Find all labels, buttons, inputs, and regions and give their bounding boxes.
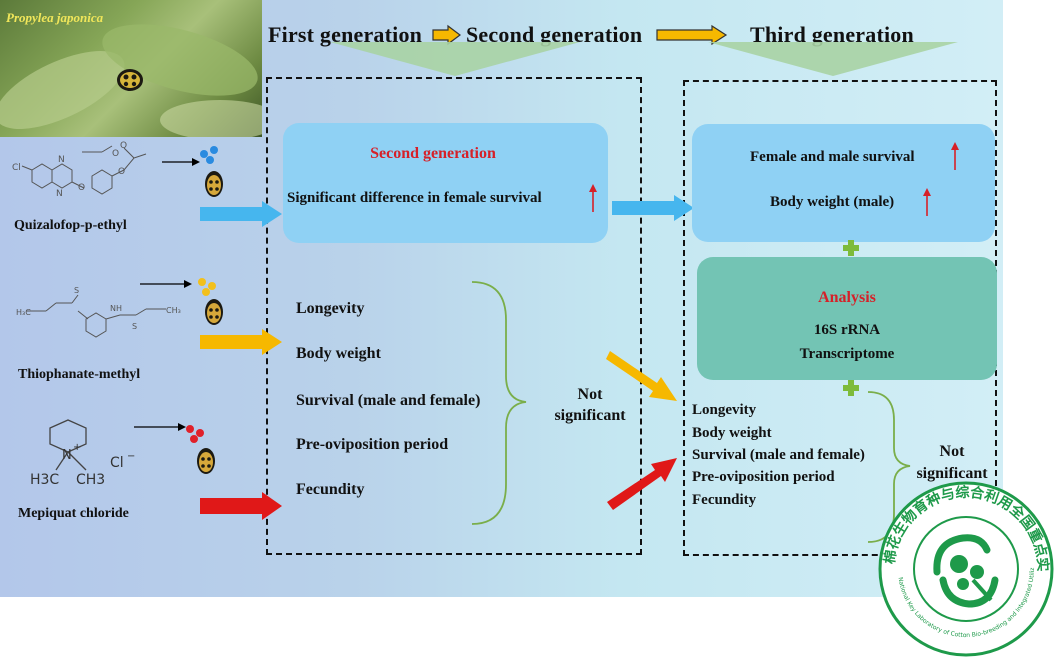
- leaf-scene-art: [0, 24, 262, 137]
- first-list-item-preoviposition: Pre-oviposition period: [296, 436, 449, 453]
- svg-text:N: N: [56, 189, 63, 199]
- up-arrow-female-survival: [589, 184, 597, 212]
- mepiquat-structure: [49, 419, 87, 471]
- thiophanate-structure: H₃C S NH S CH₃: [16, 286, 181, 338]
- svg-text:O: O: [120, 141, 127, 151]
- arrow-blue-left: [200, 201, 282, 227]
- analysis-line1: 16S rRNA: [813, 322, 881, 338]
- svg-text:H₃C: H₃C: [16, 308, 31, 317]
- lab-seal-logo: 棉花生物育种与综合利用全国重点实验室 National Key Laborato…: [870, 467, 1054, 657]
- second-generation-box-title: Second generation: [370, 145, 496, 162]
- svg-text:CH₃: CH₃: [166, 306, 181, 315]
- chemical-name-quizalofop: Quizalofop-p-ethyl: [14, 218, 127, 233]
- quizalofop-structure: Cl N N O O O O: [12, 141, 147, 199]
- third-generation-line1: Female and male survival: [750, 149, 915, 165]
- second-generation-panel: [266, 77, 642, 555]
- arrow-yellow-left: [200, 329, 282, 355]
- third-list-result-line2: significant: [916, 465, 988, 482]
- photo-caption: Propylea japonica: [6, 10, 104, 25]
- third-list-item-longevity: Longevity: [692, 402, 757, 418]
- header-arrow-1: [432, 24, 461, 46]
- third-generation-result-box: [692, 124, 995, 242]
- svg-text:S: S: [74, 286, 79, 295]
- first-list-result-line2: significant: [554, 407, 626, 424]
- svg-text:S: S: [132, 322, 137, 331]
- second-generation-box-text: Significant difference in female surviva…: [287, 190, 542, 206]
- mepiquat-cation: N: [62, 448, 72, 463]
- mepiquat-methyl-2: CH3: [76, 472, 106, 488]
- first-list-brace: [471, 281, 527, 525]
- chemical-name-mepiquat: Mepiquat chloride: [18, 506, 129, 521]
- arrow-red-left: [200, 492, 282, 520]
- mepiquat-anion-minus: −: [127, 451, 136, 462]
- third-list-result-line1: Not: [939, 443, 965, 460]
- header-arrow-2: [656, 24, 728, 46]
- up-arrow-survival: [951, 142, 959, 170]
- svg-text:NH: NH: [110, 304, 122, 313]
- second-generation-result-box: [283, 123, 608, 243]
- abstract-canvas: Propylea japonica First generation Secon…: [0, 0, 1003, 597]
- funnel-second: [330, 42, 580, 76]
- exposure-quizalofop: [162, 146, 223, 197]
- third-list-item-fecundity: Fecundity: [692, 492, 757, 508]
- arrow-yellow-diagonal: [606, 351, 677, 401]
- analysis-box: [697, 257, 997, 380]
- chemical-name-thiophanate: Thiophanate-methyl: [18, 367, 141, 382]
- svg-text:O: O: [112, 149, 119, 159]
- analysis-line2: Transcriptome: [799, 346, 895, 362]
- third-list-item-body-weight: Body weight: [692, 425, 772, 441]
- third-list-item-survival: Survival (male and female): [692, 447, 865, 463]
- plus-icon-lower: [843, 380, 859, 396]
- svg-text:N: N: [58, 155, 65, 165]
- first-list-item-survival: Survival (male and female): [296, 392, 481, 409]
- mepiquat-methyl-1: H3C: [30, 472, 60, 488]
- third-list-item-preoviposition: Pre-oviposition period: [692, 469, 835, 485]
- arrow-blue-middle: [612, 195, 694, 221]
- up-arrow-body-weight: [923, 188, 931, 216]
- svg-text:Cl: Cl: [12, 163, 21, 173]
- first-list-result-line1: Not: [577, 386, 603, 403]
- exposure-thiophanate: [140, 278, 223, 325]
- svg-text:O: O: [78, 183, 85, 193]
- exposure-mepiquat: [134, 423, 215, 474]
- first-list-item-body-weight: Body weight: [296, 345, 381, 362]
- first-list-item-longevity: Longevity: [296, 300, 365, 317]
- ladybird-photo: Propylea japonica: [0, 0, 262, 137]
- arrow-red-diagonal: [607, 458, 677, 510]
- plus-icon-upper: [843, 240, 859, 256]
- analysis-title: Analysis: [818, 289, 876, 306]
- first-list-item-fecundity: Fecundity: [296, 481, 365, 498]
- mepiquat-charge-plus: +: [73, 442, 82, 453]
- mepiquat-anion: Cl: [110, 455, 124, 471]
- svg-text:O: O: [118, 167, 125, 177]
- third-generation-line2: Body weight (male): [770, 194, 895, 210]
- funnel-third: [708, 42, 958, 76]
